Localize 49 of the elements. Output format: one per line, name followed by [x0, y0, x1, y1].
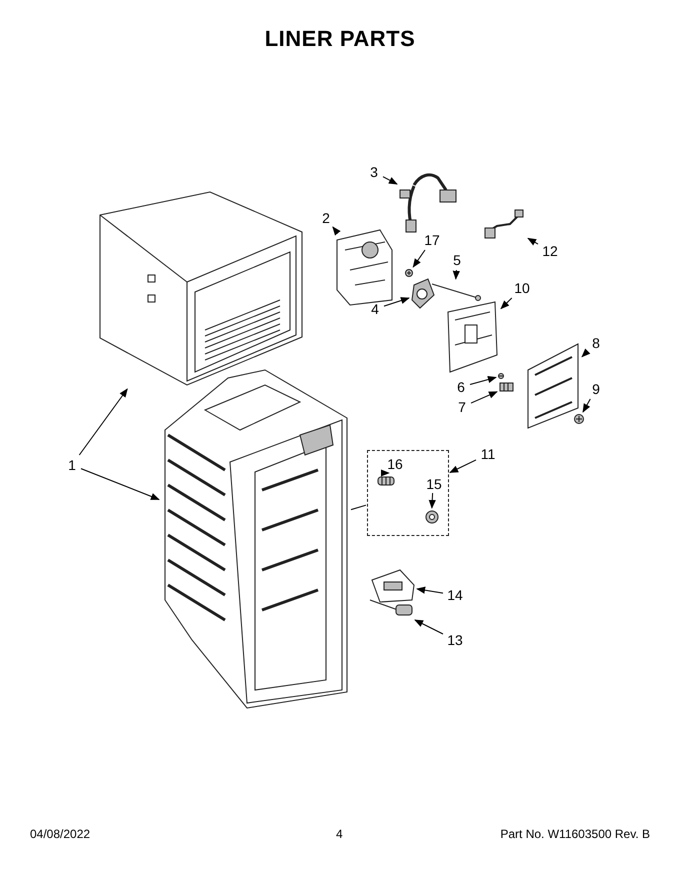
callout-number: 2 [318, 209, 334, 227]
leader-line [527, 238, 538, 246]
callout-number: 16 [384, 455, 406, 473]
callout-number: 13 [444, 631, 466, 649]
kit-outline [367, 450, 449, 536]
callout-number: 11 [477, 445, 499, 463]
leader-line [581, 348, 590, 358]
page-number: 4 [336, 827, 343, 841]
leader-line [384, 297, 410, 307]
leader-line [414, 620, 444, 634]
spring-drawing [376, 475, 396, 488]
callout-number: 15 [423, 475, 445, 493]
cap-drawing [425, 510, 440, 525]
leader-line [416, 586, 444, 594]
leader-line [80, 468, 160, 500]
callout-number: 10 [511, 279, 533, 297]
callout-number: 5 [449, 251, 465, 269]
callout-number: 12 [539, 242, 561, 260]
leader-line [428, 492, 436, 509]
lamp-housing-drawing [370, 568, 416, 602]
leader-line [470, 376, 497, 385]
leader-line [452, 270, 460, 280]
leader-line [582, 398, 591, 413]
screw-drawing [404, 268, 414, 278]
part-number-text: Part No. W11603500 Rev. B [500, 827, 650, 841]
callout-number: 17 [421, 231, 443, 249]
callout-number: 1 [64, 456, 80, 474]
callout-number: 3 [366, 163, 382, 181]
leader-line [500, 298, 512, 310]
screw-drawing [573, 413, 585, 425]
leader-line [470, 391, 498, 404]
leader-line [350, 504, 366, 510]
callout-number: 4 [367, 300, 383, 318]
callout-number: 14 [444, 586, 466, 604]
motor-drawing [410, 277, 436, 310]
callout-number: 9 [588, 380, 604, 398]
leader-line [78, 388, 128, 456]
leader-line [382, 176, 398, 185]
connector-drawing [498, 381, 515, 394]
leader-line [332, 226, 341, 236]
callout-number: 8 [588, 334, 604, 352]
callout-number: 7 [454, 398, 470, 416]
title: LINER PARTS [264, 26, 416, 52]
leader-line [412, 250, 426, 268]
clip-drawing [497, 372, 505, 380]
callout-number: 6 [453, 378, 469, 396]
date-text: 04/08/2022 [30, 827, 90, 841]
leader-line [381, 470, 390, 476]
leader-line [449, 459, 476, 473]
